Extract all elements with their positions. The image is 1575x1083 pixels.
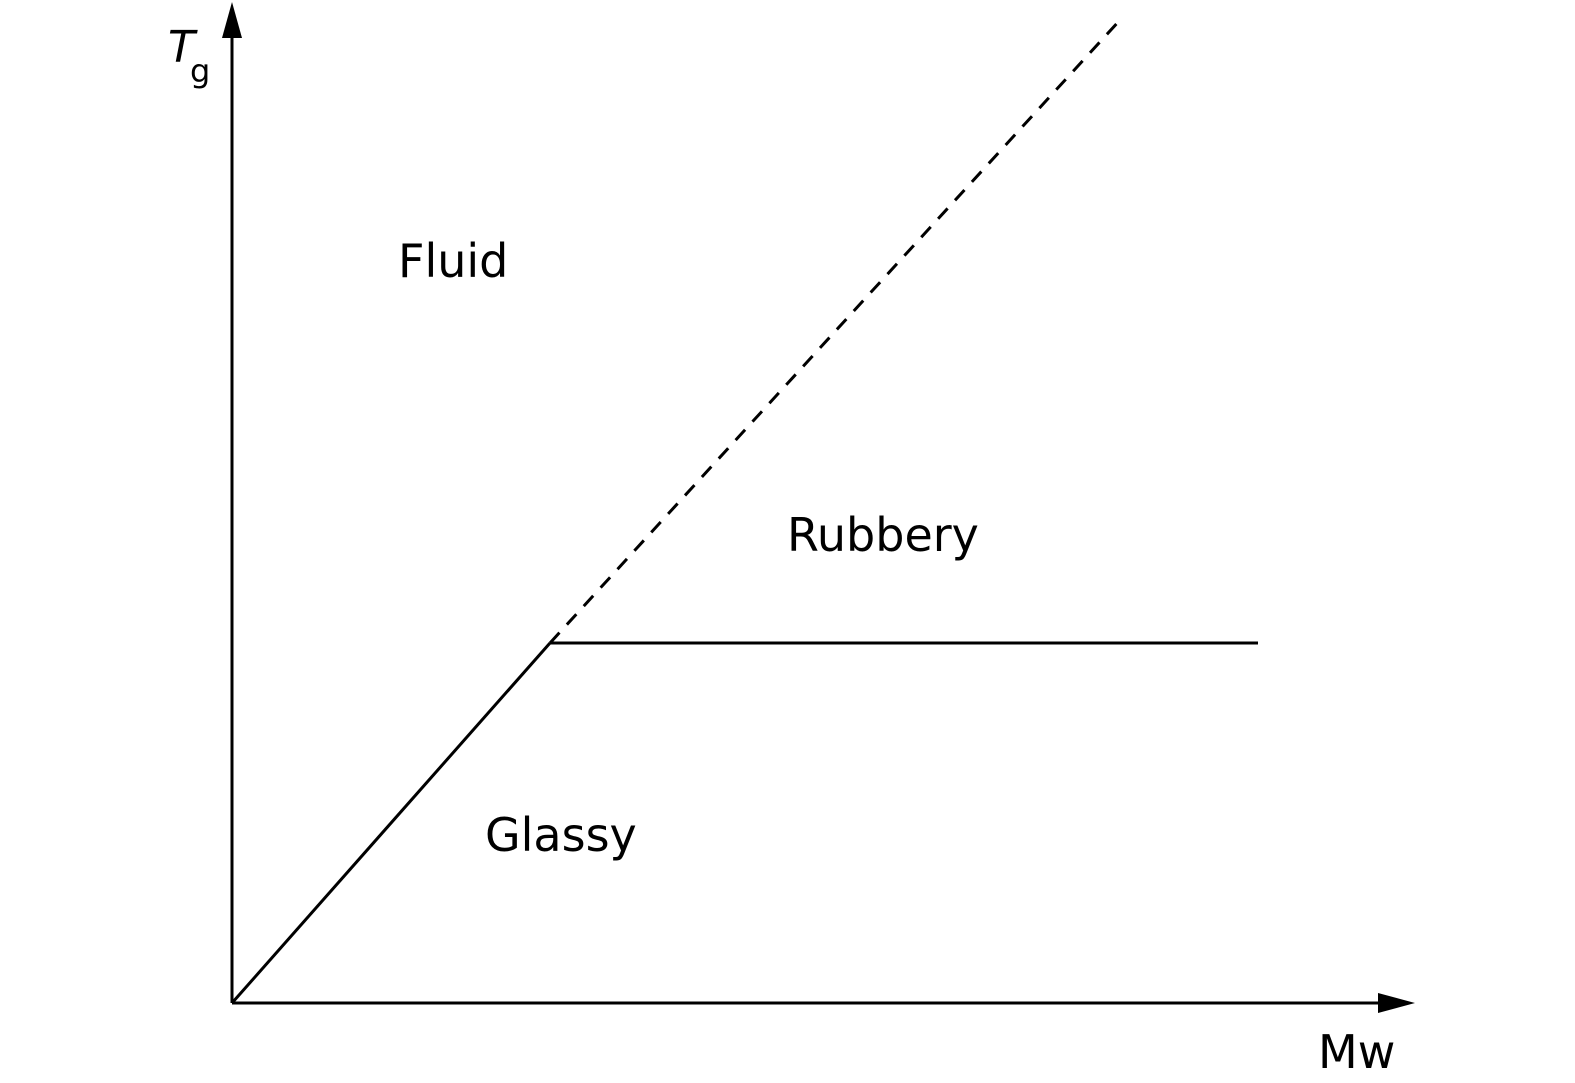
y-axis-label-subscript: g xyxy=(190,52,210,90)
region-label-fluid: Fluid xyxy=(398,234,508,288)
x-axis-arrow xyxy=(1378,993,1415,1013)
fluid-boundary-dashed-line xyxy=(548,18,1122,645)
region-label-glassy: Glassy xyxy=(485,808,637,862)
y-axis-arrow xyxy=(222,2,242,38)
y-axis-label: T xyxy=(168,22,198,73)
glassy-boundary-line xyxy=(230,642,552,1004)
x-axis-label: Mw xyxy=(1318,1025,1395,1079)
region-label-rubbery: Rubbery xyxy=(787,508,979,562)
